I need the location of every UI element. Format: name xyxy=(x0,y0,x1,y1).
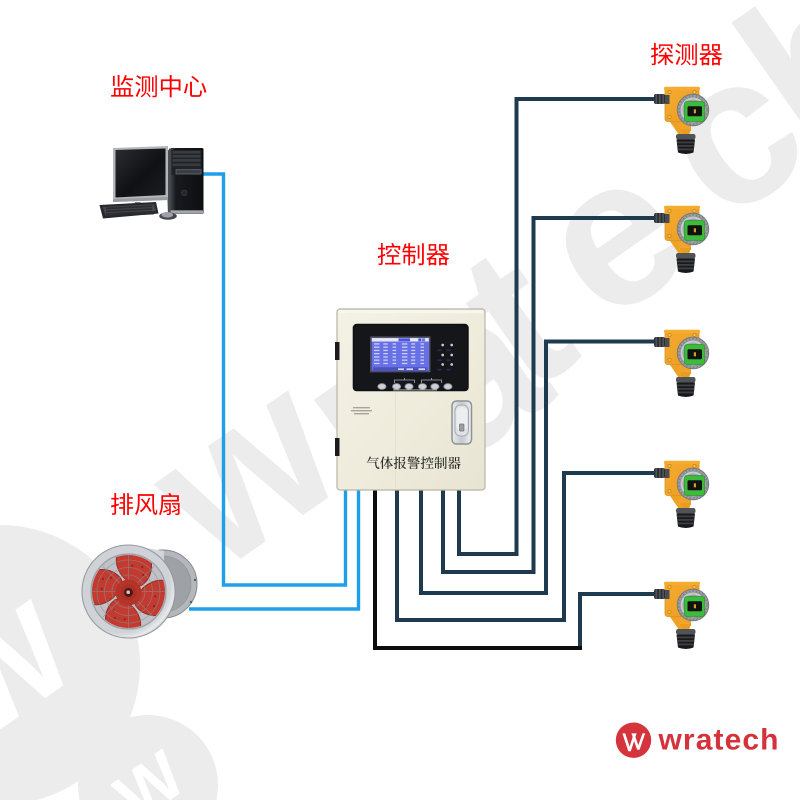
svg-text:wratech: wratech xyxy=(658,724,780,757)
